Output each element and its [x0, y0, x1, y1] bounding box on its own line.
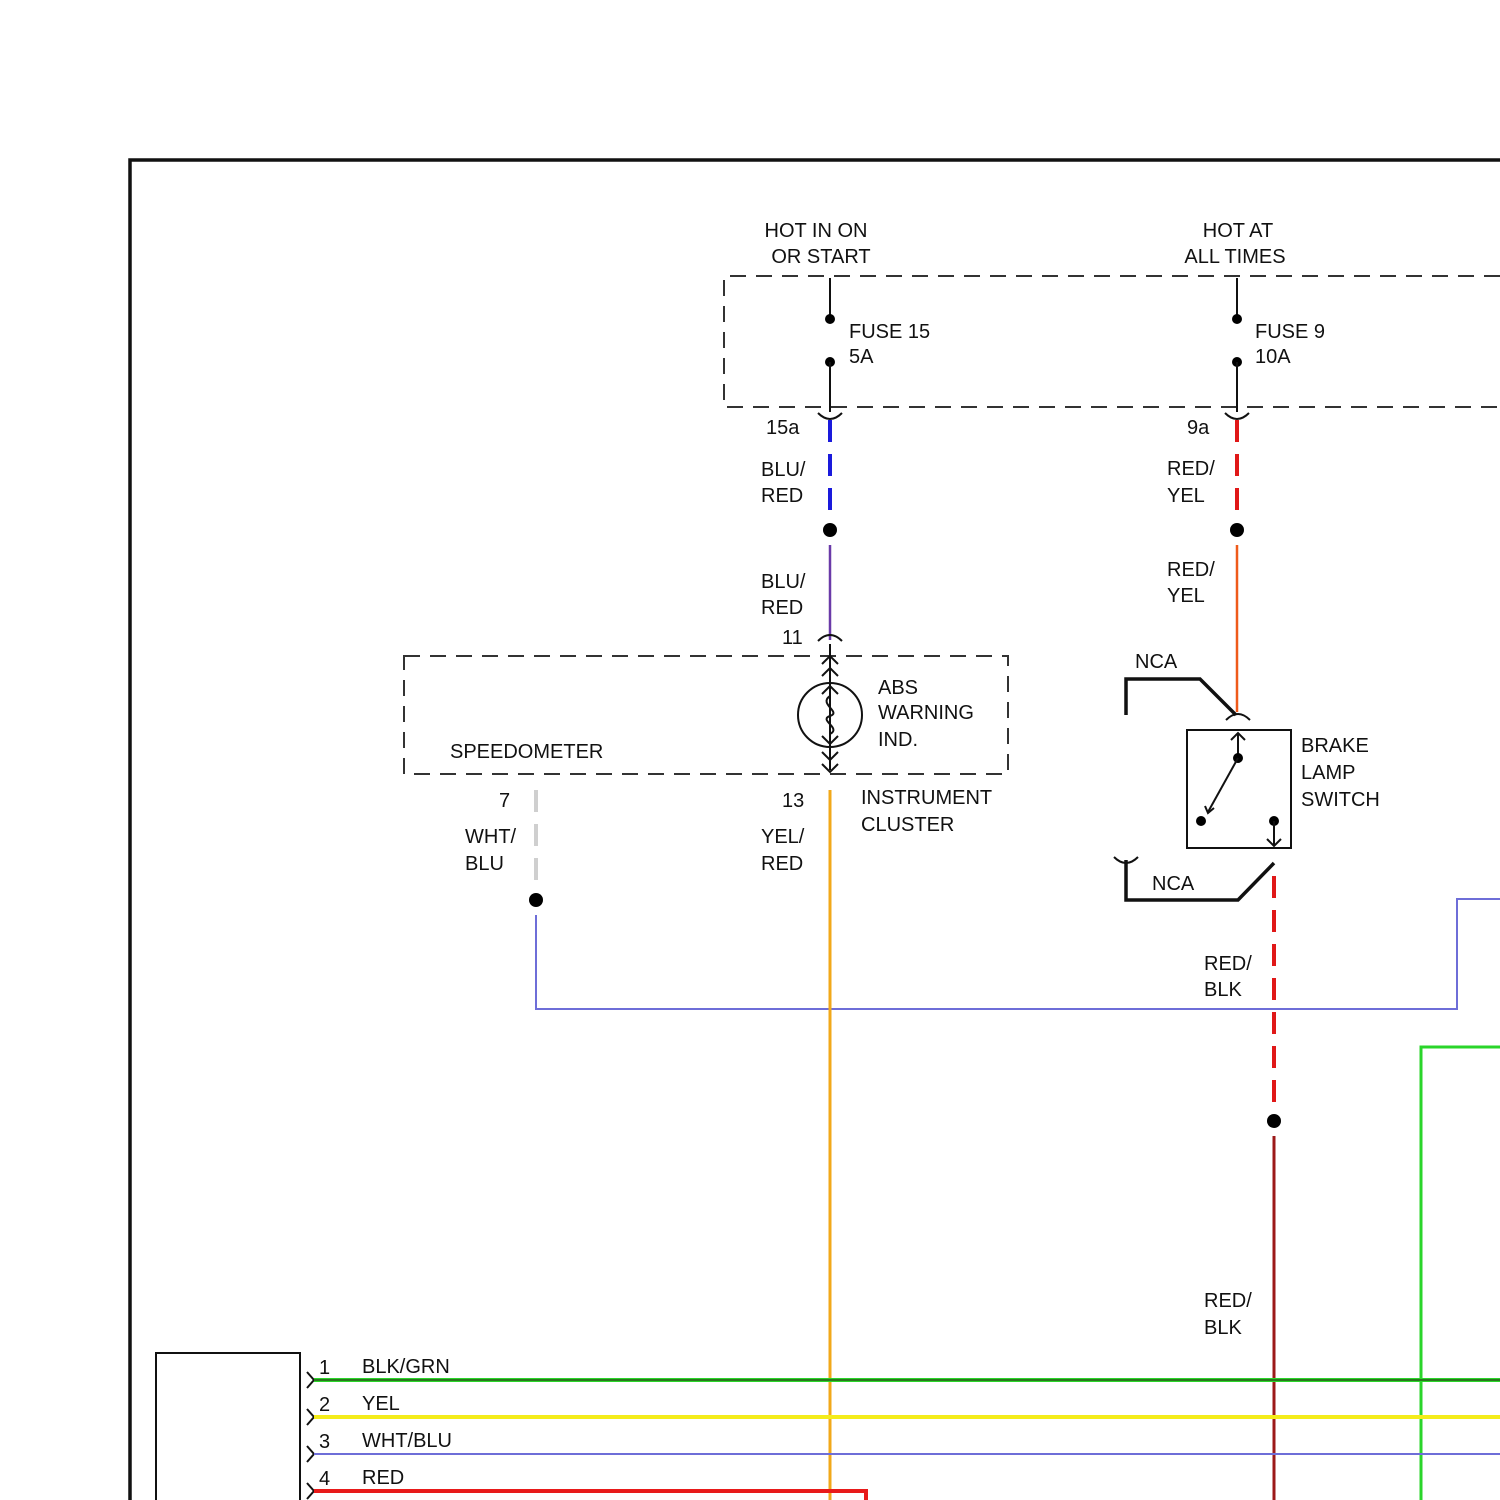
fuse-15-name: FUSE 15 — [849, 321, 930, 343]
wire-label-blu-red-lower: BLU/ — [761, 571, 806, 593]
wire-label-wht-blu: WHT/ — [465, 826, 517, 848]
brake-lamp-switch-label-2: LAMP — [1301, 762, 1355, 784]
hot-at-all-times-label-2: ALL TIMES — [1184, 246, 1285, 268]
wire-label-yel-red-2: RED — [761, 853, 803, 875]
wire-label-yel-red: YEL/ — [761, 826, 805, 848]
connector-pin-2: 2 — [319, 1394, 330, 1416]
wire-label-red-yel-upper: RED/ — [1167, 458, 1215, 480]
fuse-9-rating: 10A — [1255, 346, 1291, 368]
cluster-pin-11: 11 — [782, 627, 803, 649]
cluster-pin-13: 13 — [782, 790, 804, 812]
wire-label-red-yel-lower: RED/ — [1167, 559, 1215, 581]
wire-label-red-yel-lower-2: YEL — [1167, 585, 1205, 607]
connector-wire-4: RED — [362, 1467, 404, 1489]
instrument-cluster-label: INSTRUMENT — [861, 787, 992, 809]
connector-pin-3: 3 — [319, 1431, 330, 1453]
abs-label-3: IND. — [878, 729, 918, 751]
connector-pin-4: 4 — [319, 1468, 330, 1490]
nca-top-label: NCA — [1135, 651, 1178, 673]
wire-label-wht-blu-2: BLU — [465, 853, 504, 875]
wire-label-red-yel-upper-2: YEL — [1167, 485, 1205, 507]
connector-pin-1: 1 — [319, 1357, 330, 1379]
wire-label-red-blk-lower-2: BLK — [1204, 1317, 1242, 1339]
wire-label-red-blk-upper: RED/ — [1204, 953, 1252, 975]
hot-in-on-label: HOT IN ON — [765, 220, 868, 242]
wire-label-red-blk-upper-2: BLK — [1204, 979, 1242, 1001]
hot-at-all-times-label: HOT AT — [1203, 220, 1273, 242]
nca-bottom-label: NCA — [1152, 873, 1195, 895]
brake-lamp-switch-label-3: SWITCH — [1301, 789, 1380, 811]
fuse-15-terminal: 15a — [766, 417, 800, 439]
fuse-9-name: FUSE 9 — [1255, 321, 1325, 343]
wire-label-blu-red-lower-2: RED — [761, 597, 803, 619]
connector-pin-ticks — [307, 1372, 314, 1499]
abs-label-2: WARNING — [878, 702, 974, 724]
diagram-frame — [130, 160, 1500, 1500]
abs-label: ABS — [878, 677, 918, 699]
wire-wht-blu-solid — [536, 899, 1500, 1009]
wire-label-blu-red-upper-2: RED — [761, 485, 803, 507]
speedometer-label: SPEEDOMETER — [450, 741, 603, 763]
brake-lamp-switch — [1114, 679, 1291, 900]
splice-wht-blu — [529, 893, 543, 907]
fuse-15 — [818, 278, 842, 419]
module-connector-box — [156, 1353, 300, 1500]
cluster-pin-7: 7 — [499, 790, 510, 812]
splice-red-blk — [1267, 1114, 1281, 1128]
wire-green — [1421, 1047, 1500, 1500]
splice-blu-red — [823, 523, 837, 537]
splice-red-yel — [1230, 523, 1244, 537]
fuse-box — [724, 276, 1500, 407]
hot-in-on-label-2: OR START — [771, 246, 870, 268]
fuse-15-rating: 5A — [849, 346, 874, 368]
wire-label-red-blk-lower: RED/ — [1204, 1290, 1252, 1312]
wire-label-blu-red-upper: BLU/ — [761, 459, 806, 481]
fuse-9-terminal: 9a — [1187, 417, 1210, 439]
fuse-9 — [1225, 278, 1249, 419]
connector-wire-1: BLK/GRN — [362, 1356, 450, 1378]
connector-wire-3: WHT/BLU — [362, 1430, 452, 1452]
bus-wire-red — [314, 1491, 866, 1500]
brake-lamp-switch-label: BRAKE — [1301, 735, 1369, 757]
instrument-cluster-label-2: CLUSTER — [861, 814, 954, 836]
connector-wire-2: YEL — [362, 1393, 400, 1415]
